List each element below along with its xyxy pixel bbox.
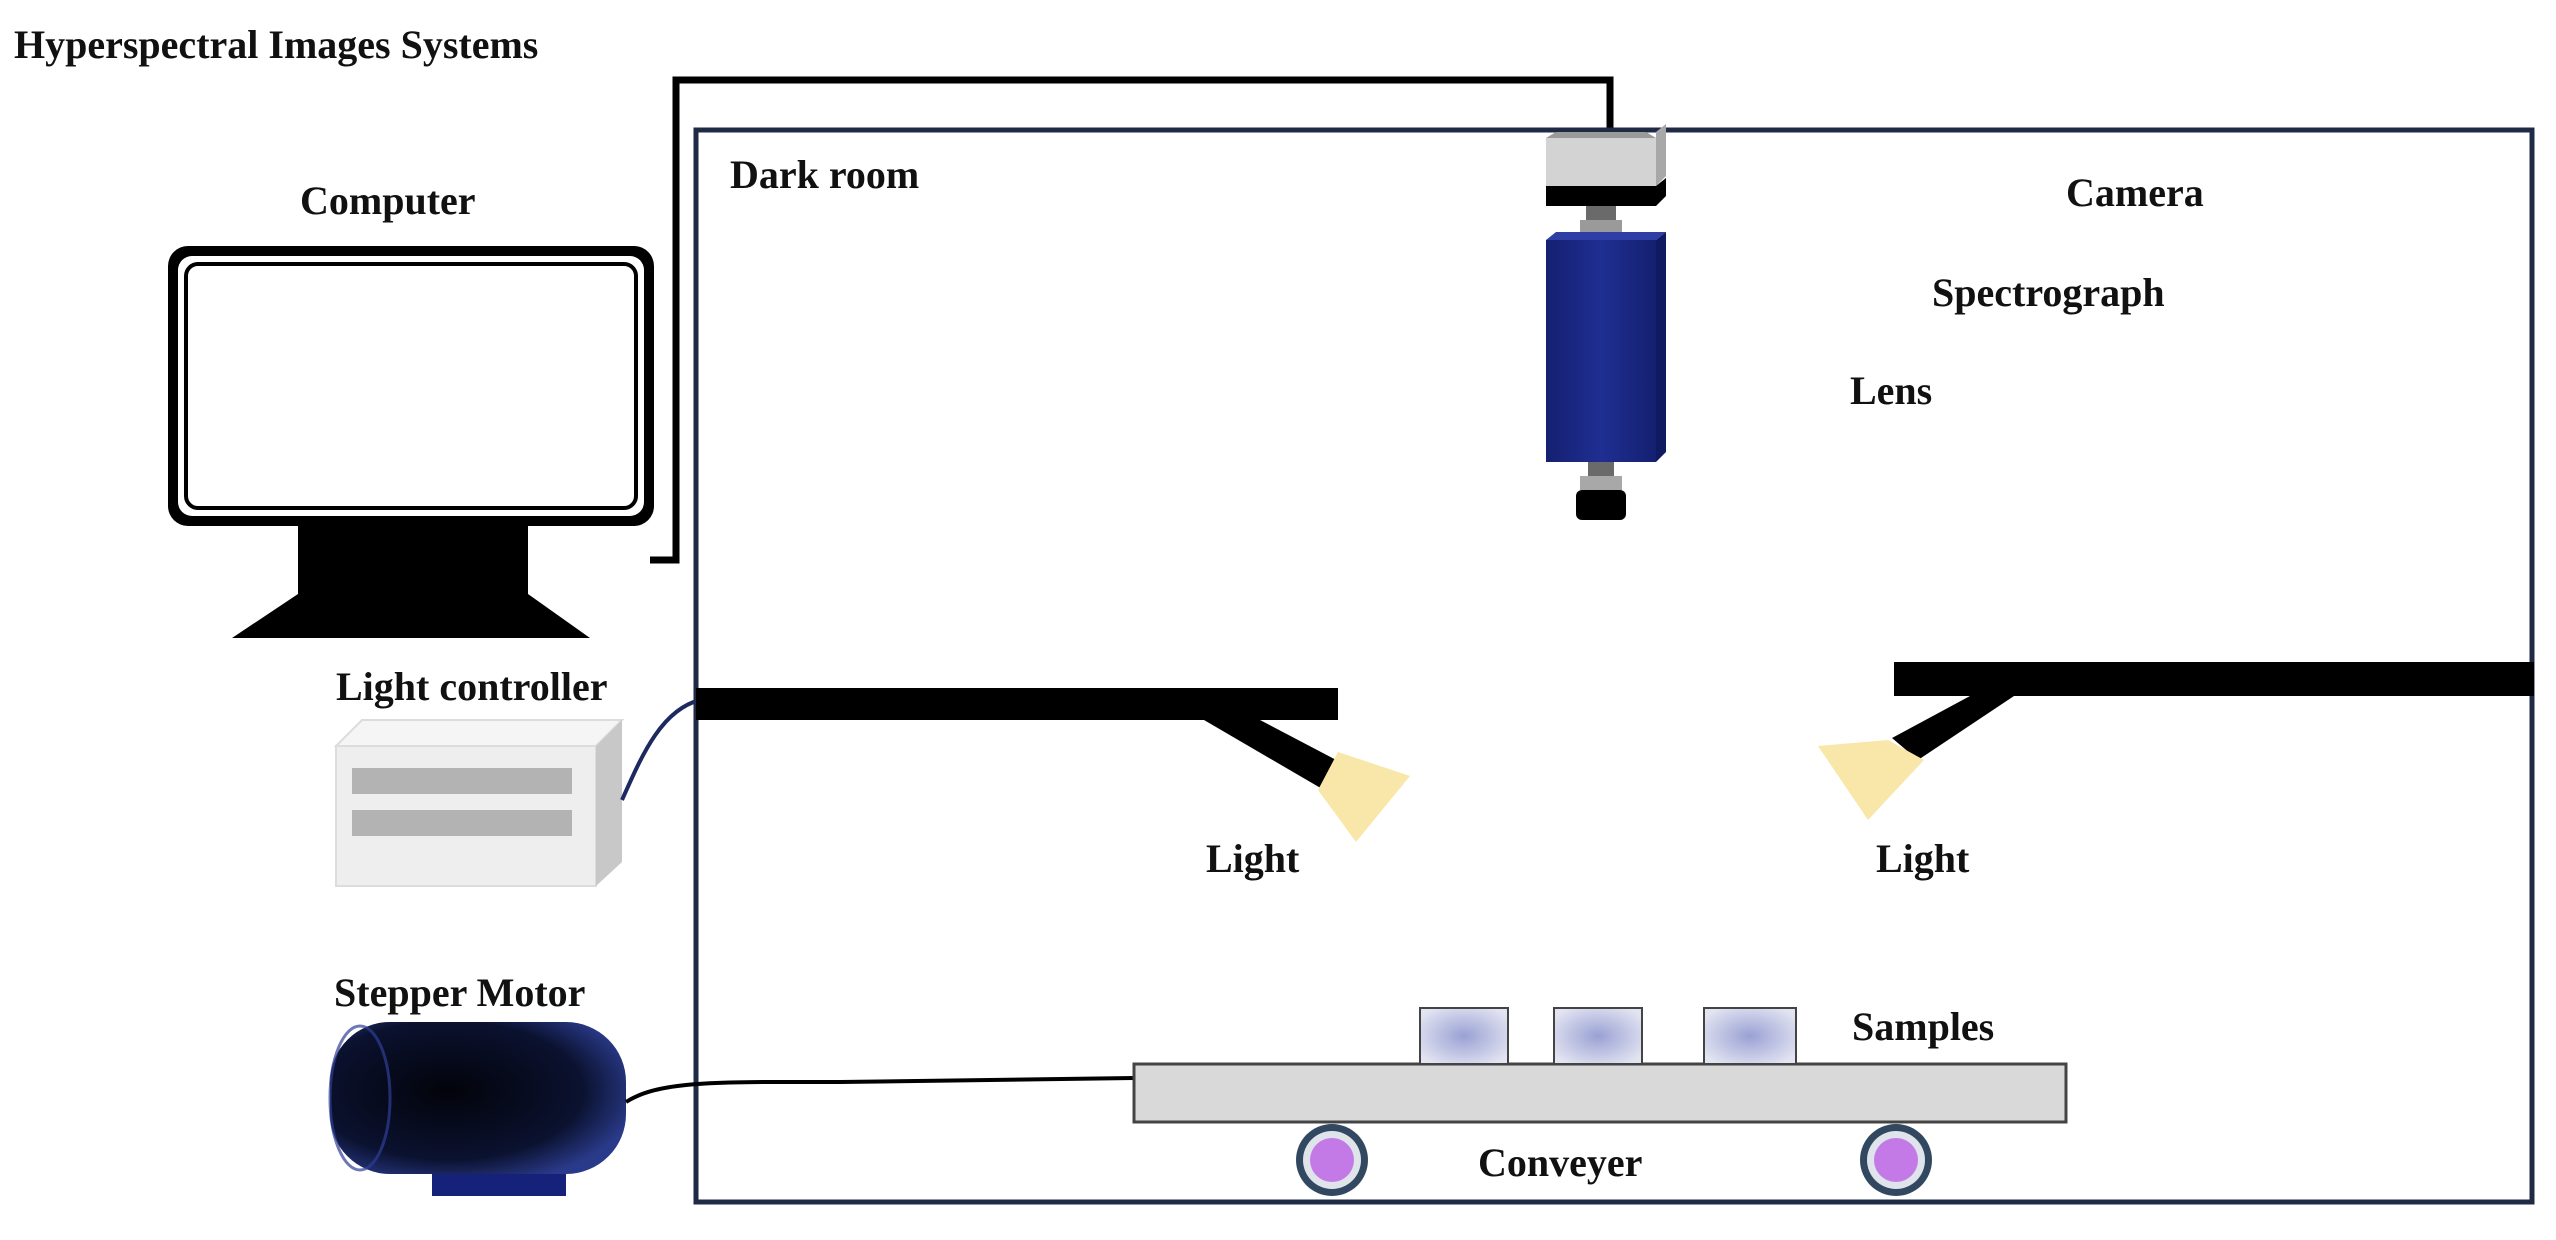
stepper-motor (328, 1022, 626, 1196)
right-light-label: Light (1876, 836, 1970, 881)
samples-label: Samples (1852, 1004, 1994, 1049)
lens-label: Lens (1850, 368, 1932, 413)
camera-label: Camera (2066, 170, 2204, 215)
computer-camera-cable (650, 76, 1614, 564)
conveyor-wheel-left (1296, 1124, 1368, 1196)
light-controller-cable (620, 698, 701, 801)
sample-1 (1419, 1007, 1509, 1065)
sample-3 (1703, 1007, 1797, 1065)
diagram-title: Hyperspectral Images Systems (14, 22, 538, 67)
lens (1576, 462, 1626, 520)
computer-label: Computer (300, 178, 476, 223)
left-light-beam (1318, 752, 1410, 842)
conveyer-label: Conveyer (1478, 1140, 1642, 1185)
stepper-motor-label: Stepper Motor (334, 970, 585, 1015)
stepper-motor-cable (624, 1076, 1135, 1104)
computer-monitor (168, 246, 654, 638)
left-light-arm (696, 688, 1340, 790)
conveyor-belt (1132, 1062, 2068, 1124)
light-controller (333, 719, 625, 887)
conveyor-wheel-right (1860, 1124, 1932, 1196)
spectrograph (1546, 206, 1666, 462)
right-light-beam (1818, 740, 1924, 820)
camera (1546, 124, 1666, 206)
light-controller-label: Light controller (336, 664, 607, 709)
spectrograph-label: Spectrograph (1932, 270, 2165, 315)
dark-room-label: Dark room (730, 152, 919, 197)
right-light-arm (1892, 662, 2534, 760)
left-light-label: Light (1206, 836, 1300, 881)
sample-2 (1553, 1007, 1643, 1065)
